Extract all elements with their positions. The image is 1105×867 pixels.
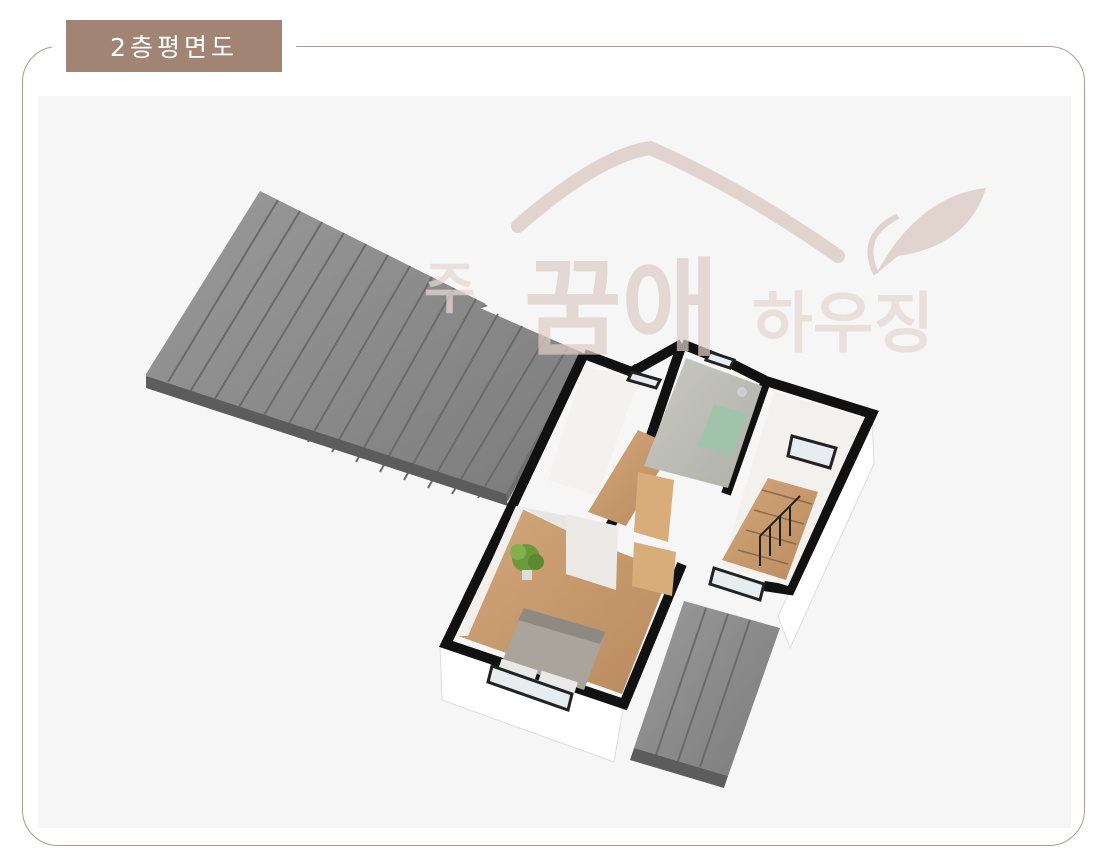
potted-plant-icon bbox=[510, 544, 544, 580]
shower-icon bbox=[737, 387, 747, 397]
bathroom bbox=[644, 358, 762, 488]
lower-roof bbox=[630, 601, 780, 788]
stair-room bbox=[722, 392, 864, 586]
windows bbox=[486, 350, 766, 712]
house-leaf-logo-icon: 주 꿈애 하우징 bbox=[424, 140, 986, 371]
watermark-circle-char: 주 bbox=[424, 257, 476, 322]
main-roof bbox=[146, 191, 586, 506]
page-title: 2층평면도 bbox=[66, 20, 282, 72]
watermark-main: 꿈애 bbox=[524, 248, 719, 371]
floor-plan-svg: 주 꿈애 하우징 bbox=[146, 140, 986, 788]
floor-plan-render: 주 꿈애 하우징 bbox=[38, 96, 1071, 828]
watermark-sub: 하우징 bbox=[752, 285, 934, 362]
closet-hallway bbox=[548, 366, 674, 590]
doors bbox=[632, 472, 676, 596]
